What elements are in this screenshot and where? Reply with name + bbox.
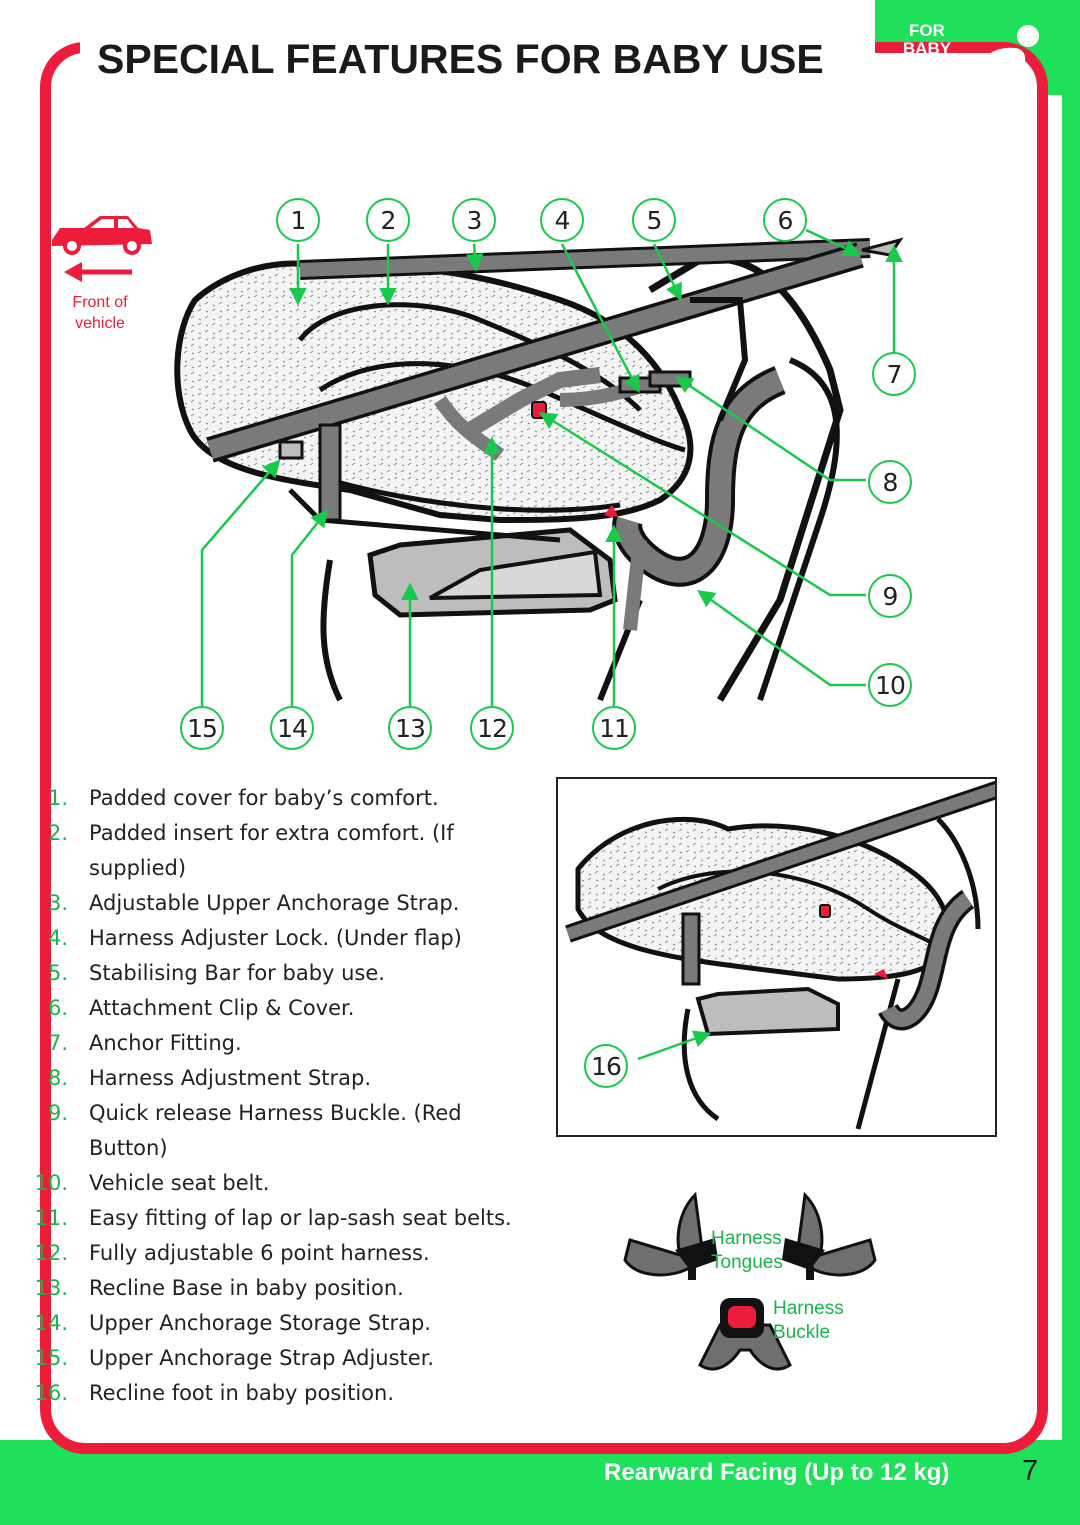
harness-buckle-label: Harness Buckle	[773, 1297, 844, 1345]
badge-line: BABY	[902, 39, 952, 58]
list-item: 16. Recline foot in baby position.	[30, 1376, 629, 1411]
callout-6: 6	[763, 198, 807, 242]
item-text: Stabilising Bar for baby use.	[89, 961, 385, 985]
inset-diagram	[565, 780, 995, 1130]
list-item: 7. Anchor Fitting.	[30, 1026, 629, 1061]
list-item: 2. Padded insert for extra comfort. (If s…	[30, 816, 629, 886]
item-text: Easy fitting of lap or lap-sash seat bel…	[89, 1206, 512, 1230]
list-item: 5. Stabilising Bar for baby use.	[30, 956, 629, 991]
item-text: Padded insert for extra comfort. (If sup…	[89, 821, 454, 880]
item-number: 8.	[47, 1066, 68, 1090]
callout-9: 9	[868, 574, 912, 618]
item-number: 3.	[47, 891, 68, 915]
callout-11: 11	[592, 706, 636, 750]
item-text: Upper Anchorage Strap Adjuster.	[89, 1346, 435, 1370]
label-line: Harness	[773, 1298, 844, 1319]
item-text: Anchor Fitting.	[89, 1031, 242, 1055]
harness-tongue-right	[782, 1191, 877, 1280]
badge-line: USE	[909, 57, 945, 76]
item-number: 10.	[34, 1171, 68, 1195]
callout-8: 8	[868, 460, 912, 504]
item-number: 16.	[34, 1381, 68, 1405]
callout-14: 14	[270, 706, 314, 750]
list-item: 14. Upper Anchorage Storage Strap.	[30, 1306, 629, 1341]
callout-13: 13	[388, 706, 432, 750]
item-number: 6.	[47, 996, 68, 1020]
item-number: 7.	[47, 1031, 68, 1055]
item-text: Recline Base in baby position.	[89, 1276, 404, 1300]
item-number: 14.	[34, 1311, 68, 1335]
item-number: 4.	[47, 926, 68, 950]
green-side-band	[1062, 0, 1080, 1525]
item-text: Vehicle seat belt.	[89, 1171, 270, 1195]
item-text: Upper Anchorage Storage Strap.	[89, 1311, 431, 1335]
feature-list: 1. Padded cover for baby’s comfort. 2. Pad…	[30, 781, 629, 1411]
harness-tongue-left	[623, 1191, 718, 1280]
for-baby-use-badge: FOR BABY USE	[893, 22, 961, 76]
front-of-vehicle-label: Front of vehicle	[58, 292, 142, 334]
item-number: 15.	[34, 1346, 68, 1370]
crawling-baby-icon	[976, 25, 1039, 81]
harness-buckle	[698, 1298, 792, 1371]
item-number: 9.	[47, 1101, 68, 1125]
item-text: Harness Adjuster Lock. (Under flap)	[89, 926, 462, 950]
item-number: 13.	[34, 1276, 68, 1300]
section-footer-label: Rearward Facing (Up to 12 kg)	[604, 1459, 950, 1486]
callout-10: 10	[868, 663, 912, 707]
item-text: Harness Adjustment Strap.	[89, 1066, 372, 1090]
list-item: 4. Harness Adjuster Lock. (Under flap)	[30, 921, 629, 956]
item-text: Quick release Harness Buckle. (Red Butto…	[89, 1101, 462, 1160]
green-footer-band	[0, 1440, 1080, 1525]
harness-tongues-label: Harness Tongues	[711, 1227, 783, 1275]
list-item: 10. Vehicle seat belt.	[30, 1166, 629, 1201]
list-item: 15. Upper Anchorage Strap Adjuster.	[30, 1341, 629, 1376]
label-line: Front of	[72, 294, 128, 311]
callout-15: 15	[180, 706, 224, 750]
page-title: SPECIAL FEATURES FOR BABY USE	[97, 36, 824, 82]
item-text: Attachment Clip & Cover.	[89, 996, 355, 1020]
item-number: 2.	[47, 821, 68, 845]
list-item: 3. Adjustable Upper Anchorage Strap.	[30, 886, 629, 921]
list-item: 8. Harness Adjustment Strap.	[30, 1061, 629, 1096]
item-number: 1.	[47, 786, 68, 810]
label-line: Harness	[711, 1228, 782, 1249]
list-item: 9. Quick release Harness Buckle. (Red But…	[30, 1096, 629, 1166]
title-backdrop	[80, 30, 875, 85]
item-number: 5.	[47, 961, 68, 985]
item-text: Recline foot in baby position.	[89, 1381, 394, 1405]
label-line: Tongues	[711, 1252, 783, 1273]
page-frame	[40, 42, 1048, 1454]
list-item: 1. Padded cover for baby’s comfort.	[30, 781, 629, 816]
page-number: 7	[1022, 1455, 1039, 1487]
list-item: 12. Fully adjustable 6 point harness.	[30, 1236, 629, 1271]
item-text: Fully adjustable 6 point harness.	[89, 1241, 430, 1265]
callout-12: 12	[470, 706, 514, 750]
item-text: Padded cover for baby’s comfort.	[89, 786, 439, 810]
callout-3: 3	[452, 198, 496, 242]
callout-1: 1	[276, 198, 320, 242]
item-number: 12.	[34, 1241, 68, 1265]
harness-illustration	[623, 1191, 877, 1371]
item-number: 11.	[34, 1206, 68, 1230]
list-item: 6. Attachment Clip & Cover.	[30, 991, 629, 1026]
callout-2: 2	[366, 198, 410, 242]
recline-foot-inset	[556, 777, 997, 1137]
arrow-left-icon	[64, 262, 132, 282]
car-icon	[52, 216, 152, 255]
list-item: 11. Easy fitting of lap or lap-sash seat …	[30, 1201, 629, 1236]
label-line: Buckle	[773, 1322, 831, 1343]
callout-4: 4	[540, 198, 584, 242]
list-item: 13. Recline Base in baby position.	[30, 1271, 629, 1306]
callout-5: 5	[632, 198, 676, 242]
badge-line: FOR	[909, 21, 945, 40]
callout-16: 16	[584, 1044, 628, 1088]
callout-7: 7	[872, 352, 916, 396]
item-text: Adjustable Upper Anchorage Strap.	[89, 891, 460, 915]
label-line: vehicle	[75, 315, 125, 332]
